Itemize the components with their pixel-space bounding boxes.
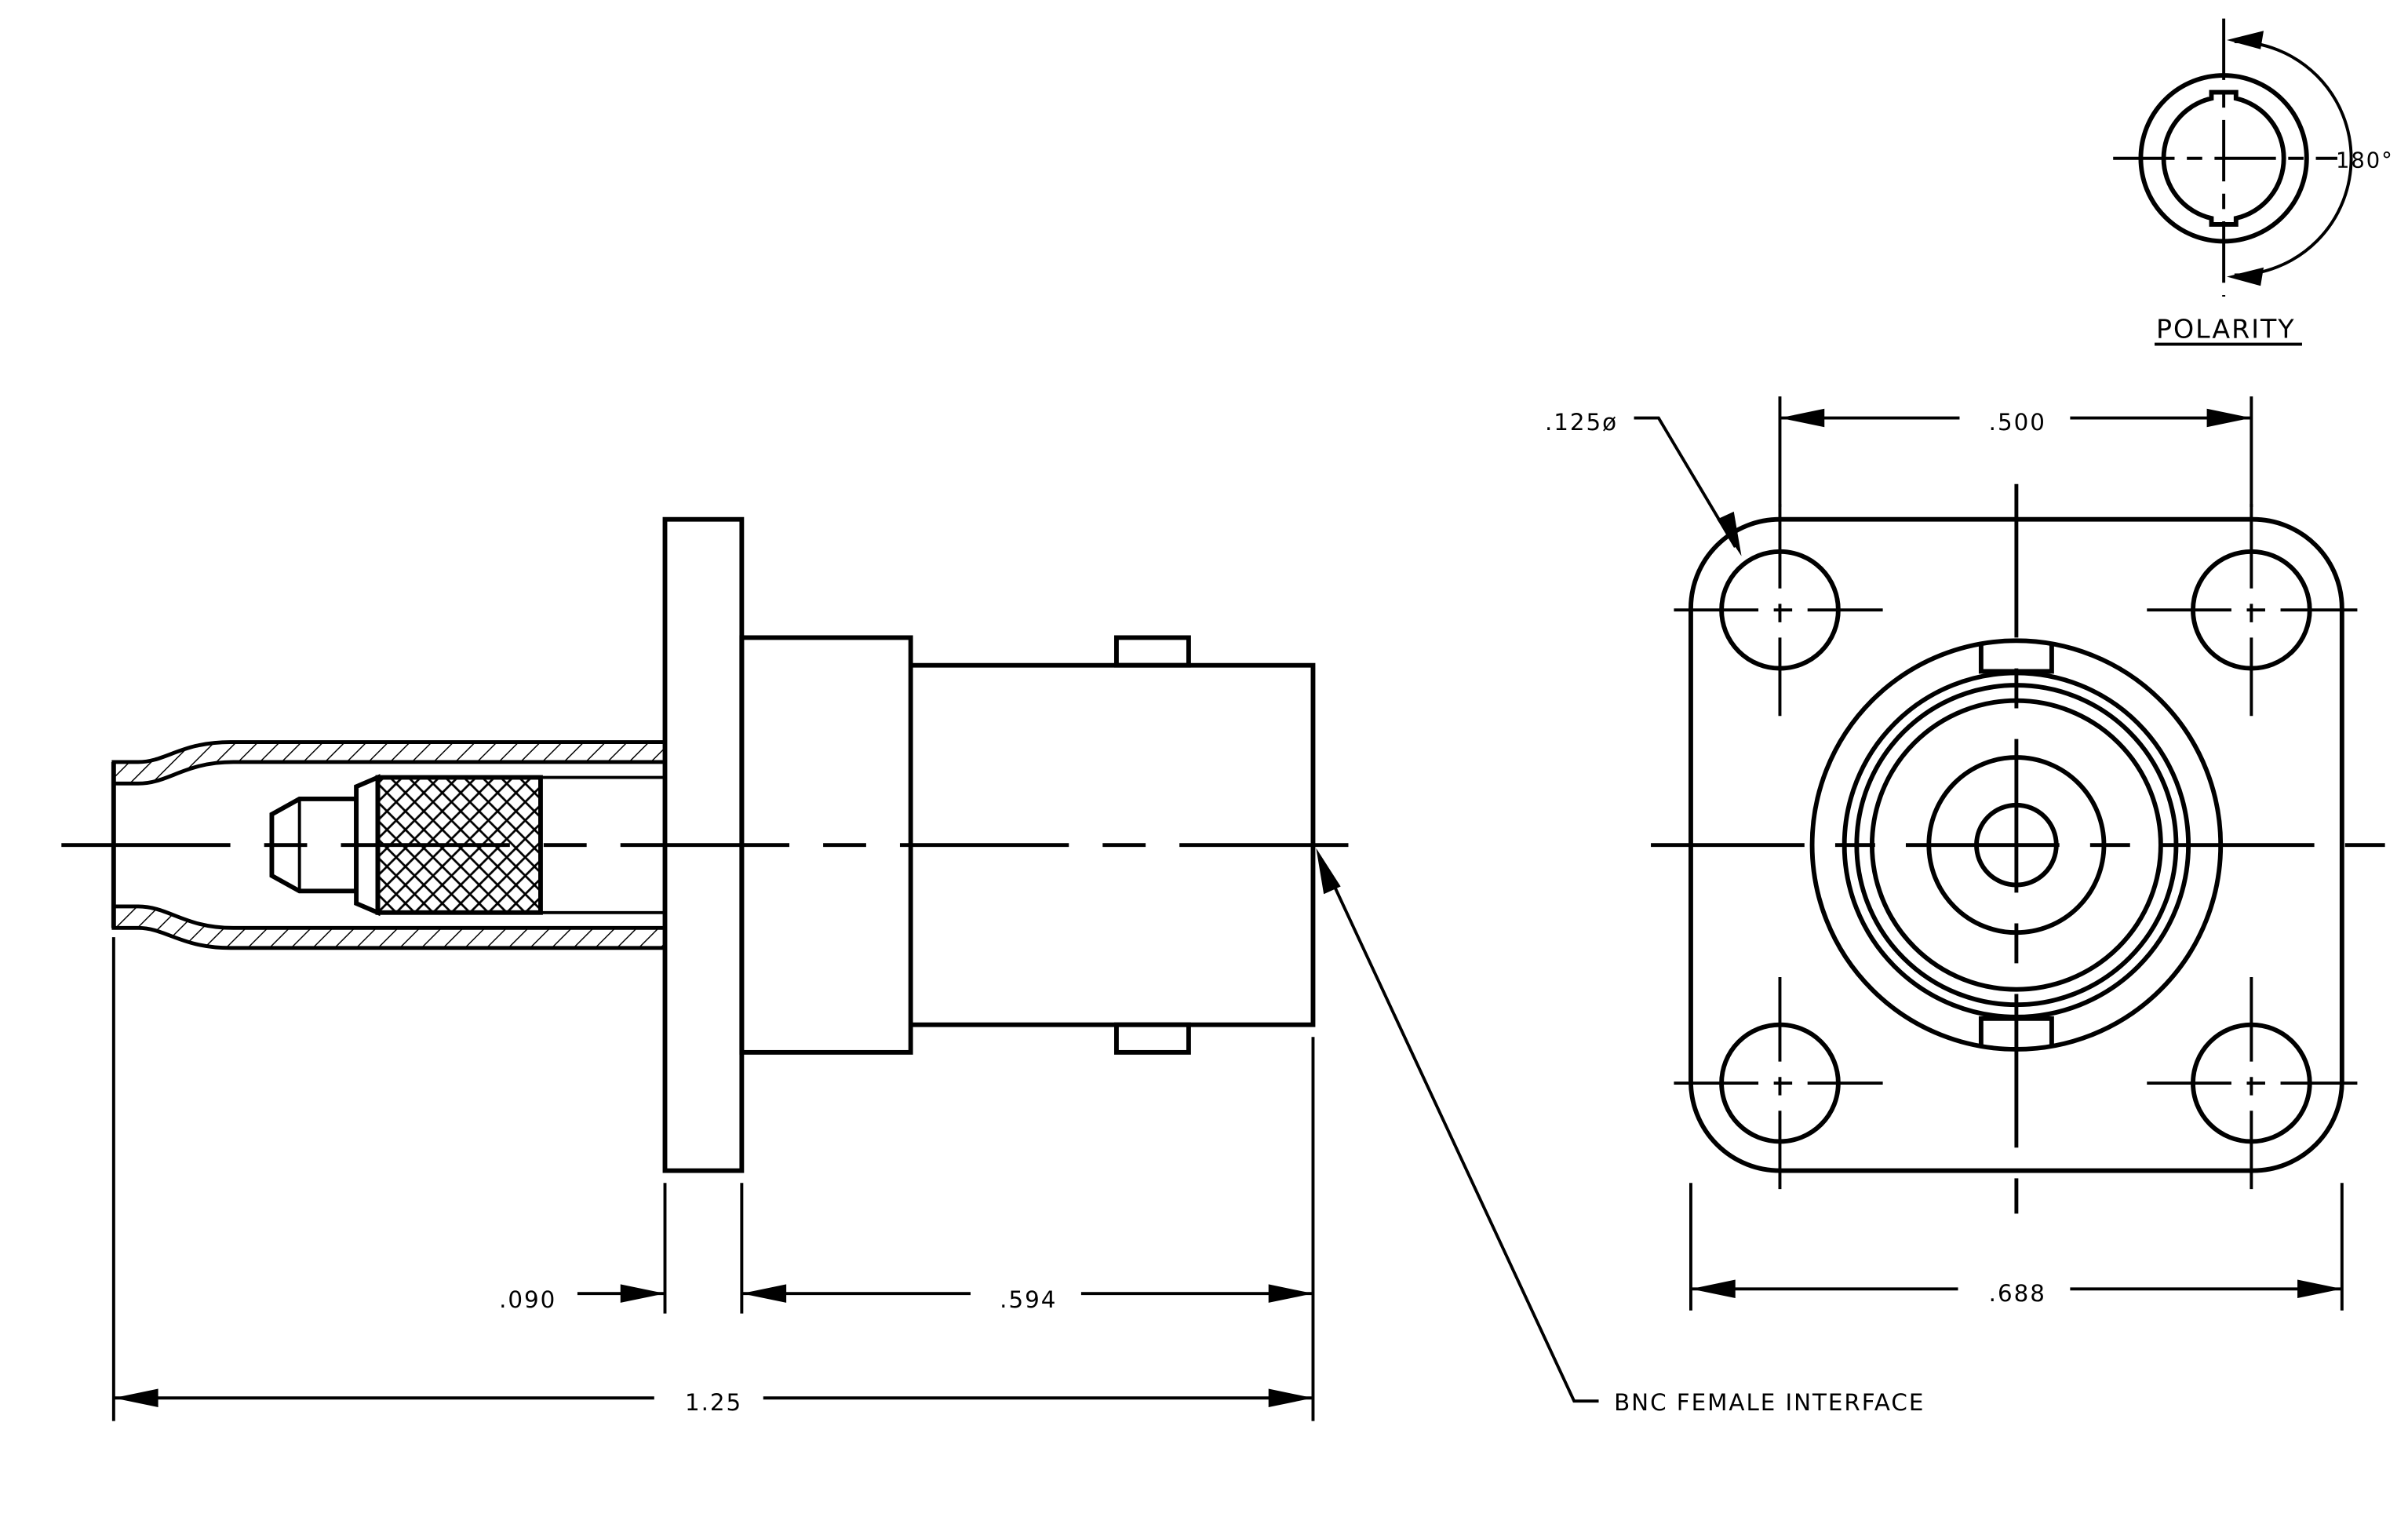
dim-body-length: .594 <box>1000 1286 1057 1313</box>
dim-flange-width: .688 <box>1989 1280 2046 1307</box>
polarity-title: POLARITY <box>2156 314 2296 345</box>
dim-flange-thickness: .090 <box>499 1286 556 1313</box>
mounting-hole-top-left <box>1674 504 1883 717</box>
interface-callout: BNC FEMALE INTERFACE <box>1614 1389 1925 1416</box>
knurled-ferrule <box>375 775 543 915</box>
front-barrel <box>910 662 1316 1027</box>
front-view <box>1651 483 2396 1214</box>
mounting-hole-bottom-left <box>1674 976 1883 1190</box>
key-slot-top <box>1978 645 2054 674</box>
interface-leader <box>1322 863 1599 1403</box>
rear-sleeve-bottom <box>111 904 667 950</box>
polarity-angle: 180° <box>2336 148 2394 173</box>
polarity-outer-ring <box>2138 73 2309 244</box>
outer-ring <box>1809 638 2224 1052</box>
mounting-hole-bottom-right <box>2147 976 2358 1190</box>
center-contact <box>1974 802 2059 888</box>
insulator-ring <box>1926 755 2107 936</box>
front-dimensions: .500 .125ø .688 <box>1545 396 2344 1311</box>
dim-overall-length: 1.25 <box>685 1389 742 1416</box>
hex-body <box>739 635 913 1055</box>
polarity-view: 180° POLARITY <box>2113 18 2394 346</box>
bayonet-stud-top <box>1113 635 1191 668</box>
polarity-rotation-arc <box>2234 40 2353 277</box>
mounting-hole-top-right <box>2147 504 2358 717</box>
dim-hole-spacing: .500 <box>1989 409 2046 436</box>
dim-hole-diameter: .125ø <box>1545 409 1618 436</box>
key-slot-bottom <box>1978 1016 2054 1045</box>
ring-4 <box>1869 698 2163 992</box>
bayonet-stud-bottom <box>1113 1022 1191 1055</box>
side-view <box>61 516 1367 1173</box>
ring-3 <box>1854 683 2179 1008</box>
polarity-key-shape <box>2161 89 2286 227</box>
side-dimensions: .090 .594 1.25 BNC FEMALE INTERFACE <box>111 848 1925 1421</box>
rear-sleeve-top <box>111 740 667 786</box>
